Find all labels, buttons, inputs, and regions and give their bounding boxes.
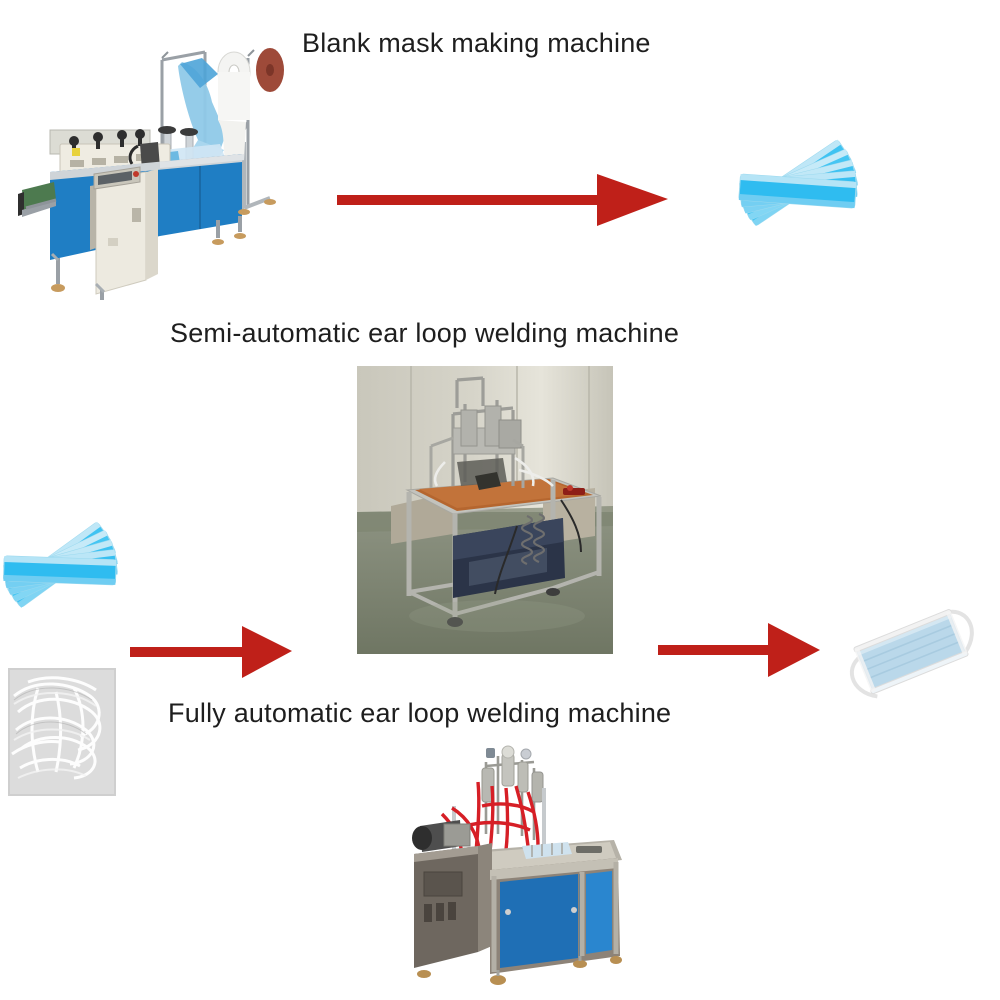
semi-automatic-ear-loop-welding-machine-image xyxy=(357,366,613,654)
caption-fully-automatic-ear-loop-welding-machine: Fully automatic ear loop welding machine xyxy=(168,698,672,728)
mask-blanks-stack-left-image xyxy=(2,504,124,626)
finished-surgical-mask-image xyxy=(836,588,992,730)
arrow-semi-auto-to-finished-mask xyxy=(656,620,822,680)
fully-automatic-ear-loop-welding-machine-image xyxy=(382,742,630,990)
arrow-step1-to-blanks xyxy=(335,172,670,228)
elastic-ear-loop-cord-image xyxy=(8,668,116,796)
mask-blanks-stack-top-image xyxy=(722,124,872,246)
arrow-blanks-to-semi-auto xyxy=(128,624,294,680)
caption-semi-automatic-ear-loop-welding-machine: Semi-automatic ear loop welding machine xyxy=(170,318,680,348)
caption-blank-mask-making-machine: Blank mask making machine xyxy=(302,28,651,58)
blank-mask-making-machine-image xyxy=(12,22,302,300)
